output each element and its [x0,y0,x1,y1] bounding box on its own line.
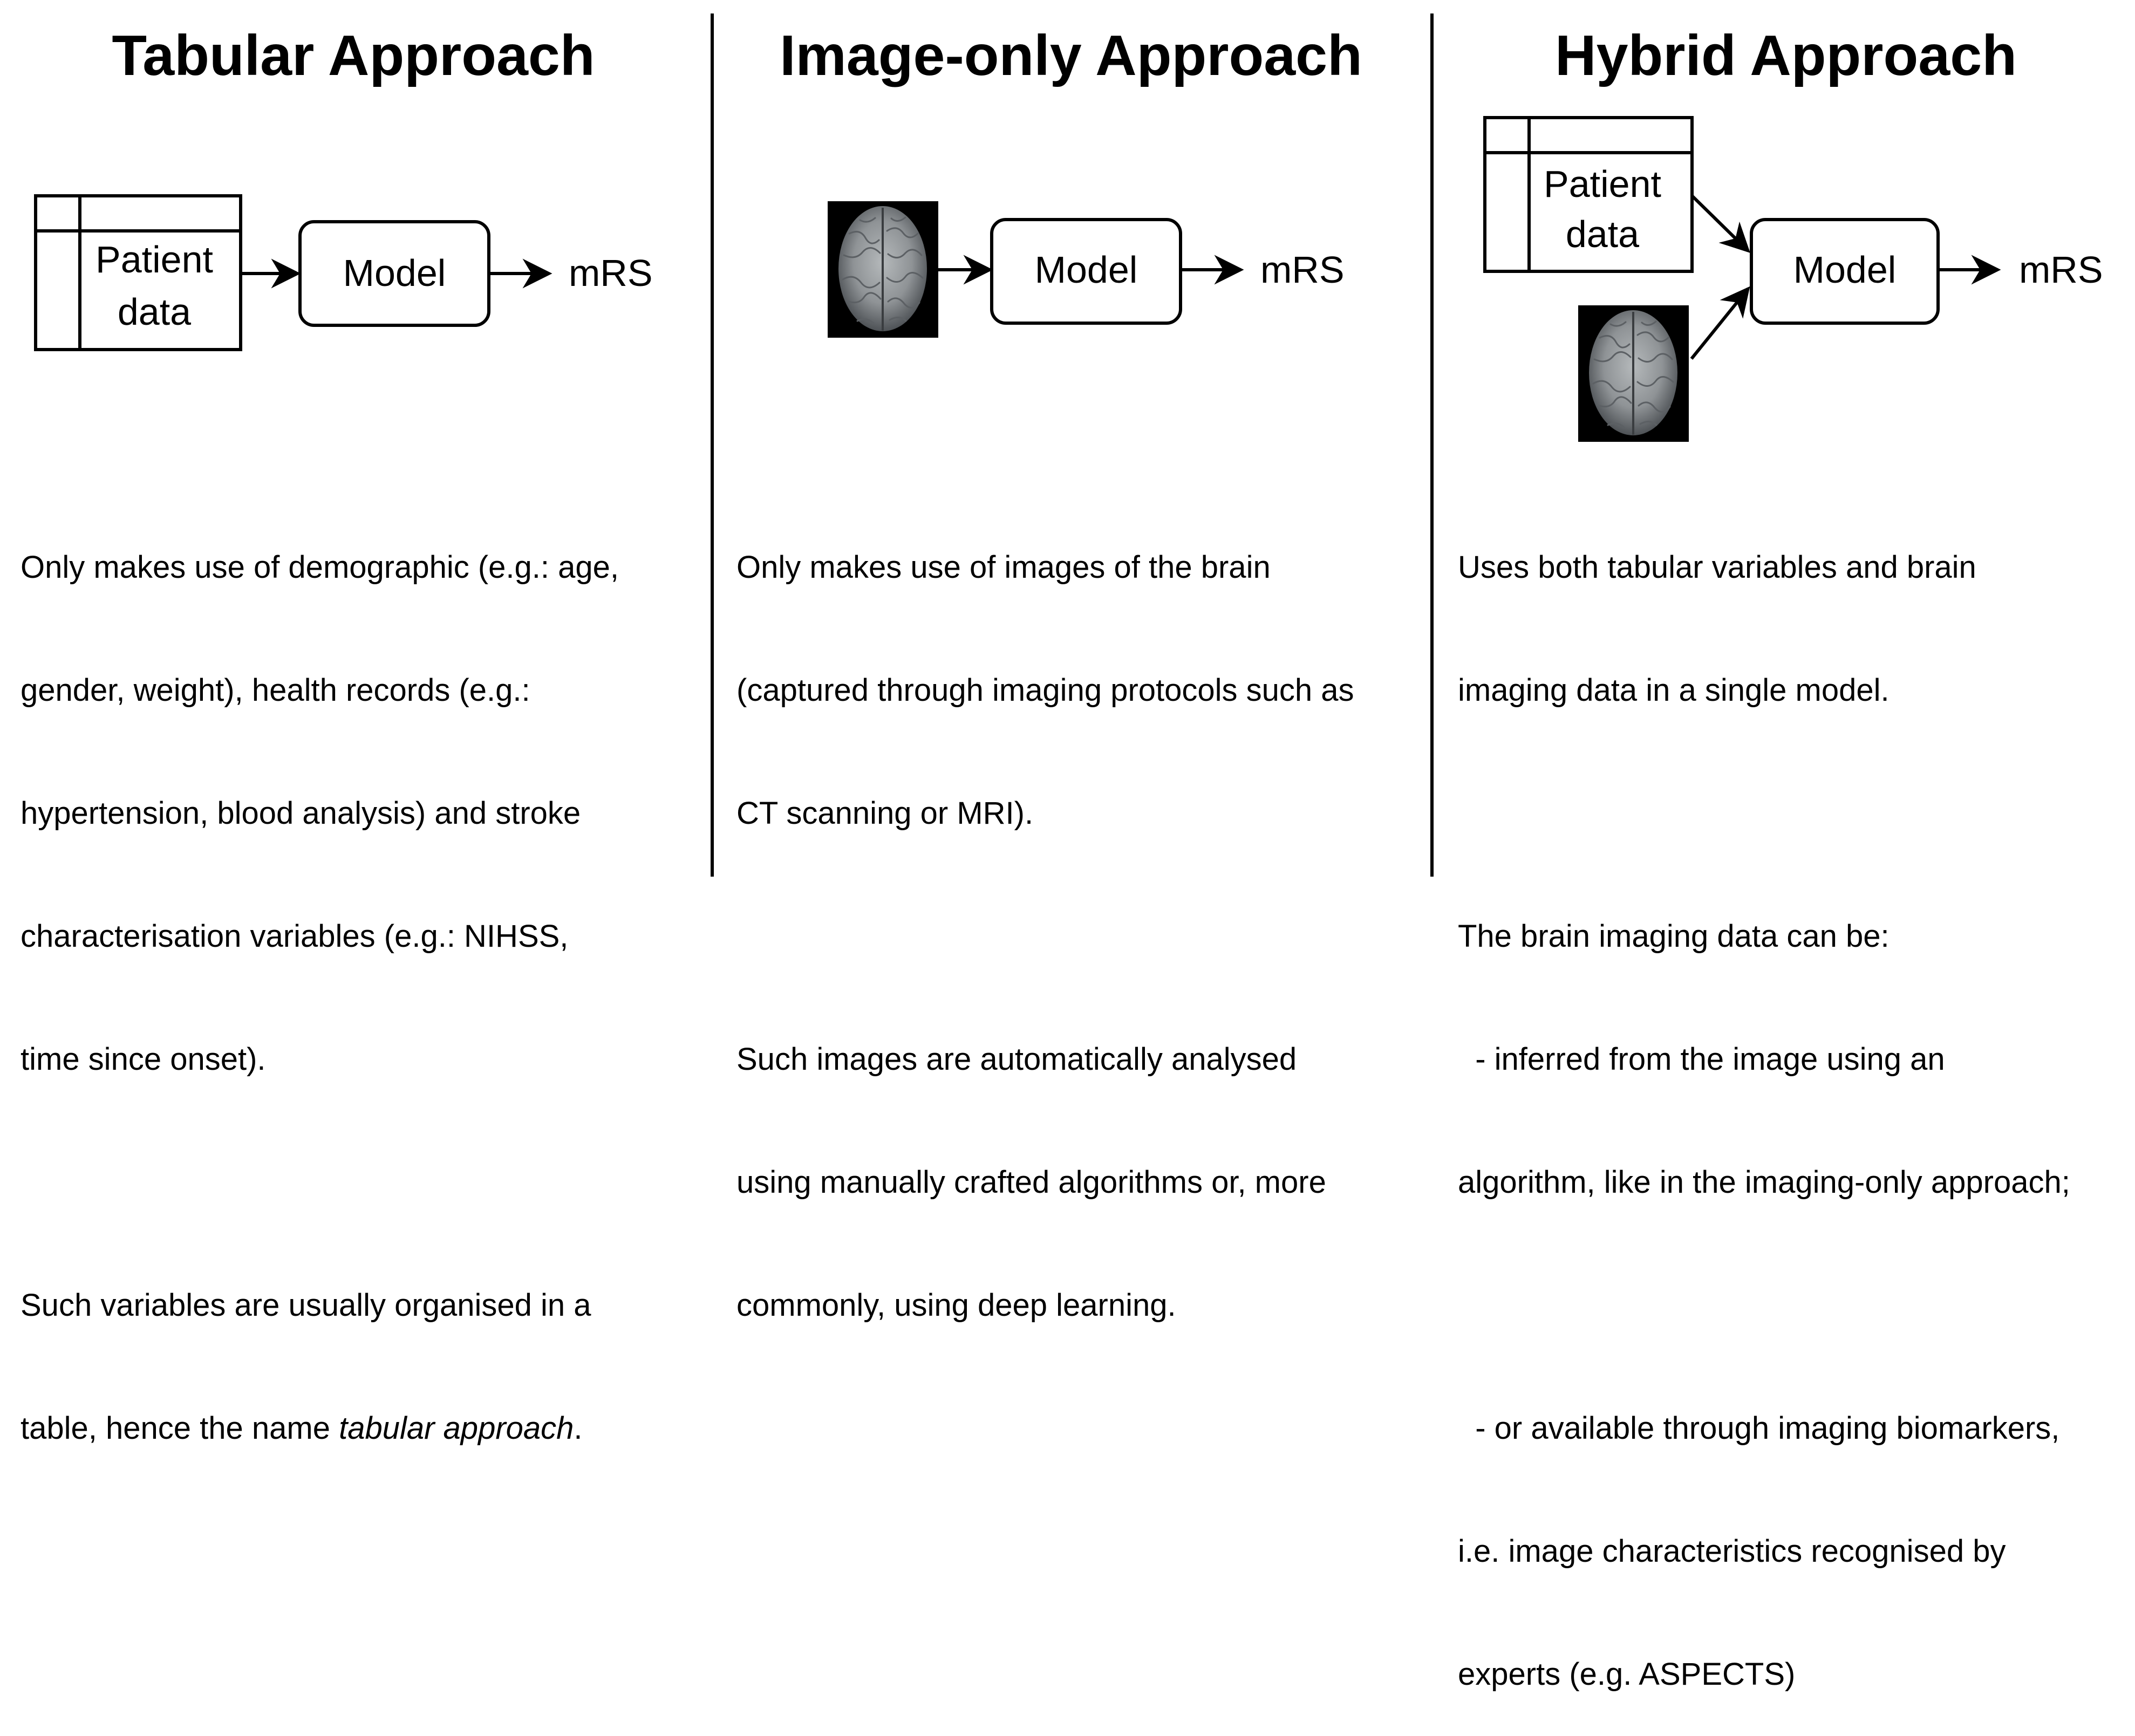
tabular-desc-line: hypertension, blood analysis) and stroke [21,796,581,831]
column-divider-right [1430,13,1434,877]
tabular-table-label-line2: data [118,291,191,333]
tabular-desc-line: table, hence the name tabular approach. [21,1408,619,1449]
approach-diagrams: Patient data Model mRS Model mRS Patient… [34,116,2103,443]
image-only-desc-line: Such images are automatically analysed [736,1042,1297,1077]
tabular-table-label-line1: Patient [96,238,213,281]
image-only-description: Only makes use of images of the brain (c… [736,465,1354,1367]
tabular-desc-prefix: table, hence the name [21,1411,339,1446]
hybrid-arrow-table-to-model [1690,194,1750,253]
image-only-title: Image-only Approach [780,24,1362,87]
tabular-desc-line: time since onset). [21,1042,266,1077]
image-only-desc-line: commonly, using deep learning. [736,1288,1176,1323]
hybrid-desc-line: - inferred from the image using an [1458,1042,1945,1077]
image-only-desc-line: Only makes use of images of the brain [736,550,1271,585]
tabular-desc-suffix: . [574,1411,583,1446]
tabular-description: Only makes use of demographic (e.g.: age… [21,465,619,1490]
hybrid-desc-line: i.e. image characteristics recognised by [1458,1534,2006,1569]
hybrid-desc-line: The brain imaging data can be: [1458,919,1890,954]
hybrid-table-label-line2: data [1566,213,1639,255]
hybrid-description: Uses both tabular variables and brain im… [1458,465,2070,1736]
hybrid-desc-line: Uses both tabular variables and brain [1458,550,1976,585]
hybrid-desc-line: algorithm, like in the imaging-only appr… [1458,1165,2070,1200]
tabular-desc-line: gender, weight), health records (e.g.: [21,673,530,708]
tabular-model-label: Model [343,252,446,294]
tabular-desc-line: Only makes use of demographic (e.g.: age… [21,550,619,585]
tabular-desc-line: characterisation variables (e.g.: NIHSS, [21,919,569,954]
hybrid-brain-image [1577,304,1690,443]
tabular-title: Tabular Approach [112,24,595,87]
hybrid-output-label: mRS [2019,249,2103,291]
hybrid-desc-line: - or available through imaging biomarker… [1458,1411,2060,1446]
hybrid-arrow-image-to-model [1690,286,1750,360]
image-only-brain-image [827,200,939,339]
tabular-approach-term: tabular approach [339,1411,574,1446]
column-divider-left [711,13,714,877]
hybrid-model-label: Model [1793,249,1897,291]
hybrid-desc-line: experts (e.g. ASPECTS) [1458,1657,1796,1692]
hybrid-desc-line: imaging data in a single model. [1458,673,1890,708]
hybrid-table-label-line1: Patient [1544,163,1661,205]
hybrid-title: Hybrid Approach [1555,24,2017,87]
image-only-desc-line: CT scanning or MRI). [736,796,1034,831]
hybrid-table-icon [1483,116,1694,273]
image-only-desc-line: (captured through imaging protocols such… [736,673,1354,708]
tabular-output-label: mRS [569,252,653,294]
image-only-output-label: mRS [1260,249,1345,291]
tabular-desc-line: Such variables are usually organised in … [21,1288,591,1323]
image-only-model-label: Model [1035,249,1138,291]
image-only-desc-line: using manually crafted algorithms or, mo… [736,1165,1326,1200]
